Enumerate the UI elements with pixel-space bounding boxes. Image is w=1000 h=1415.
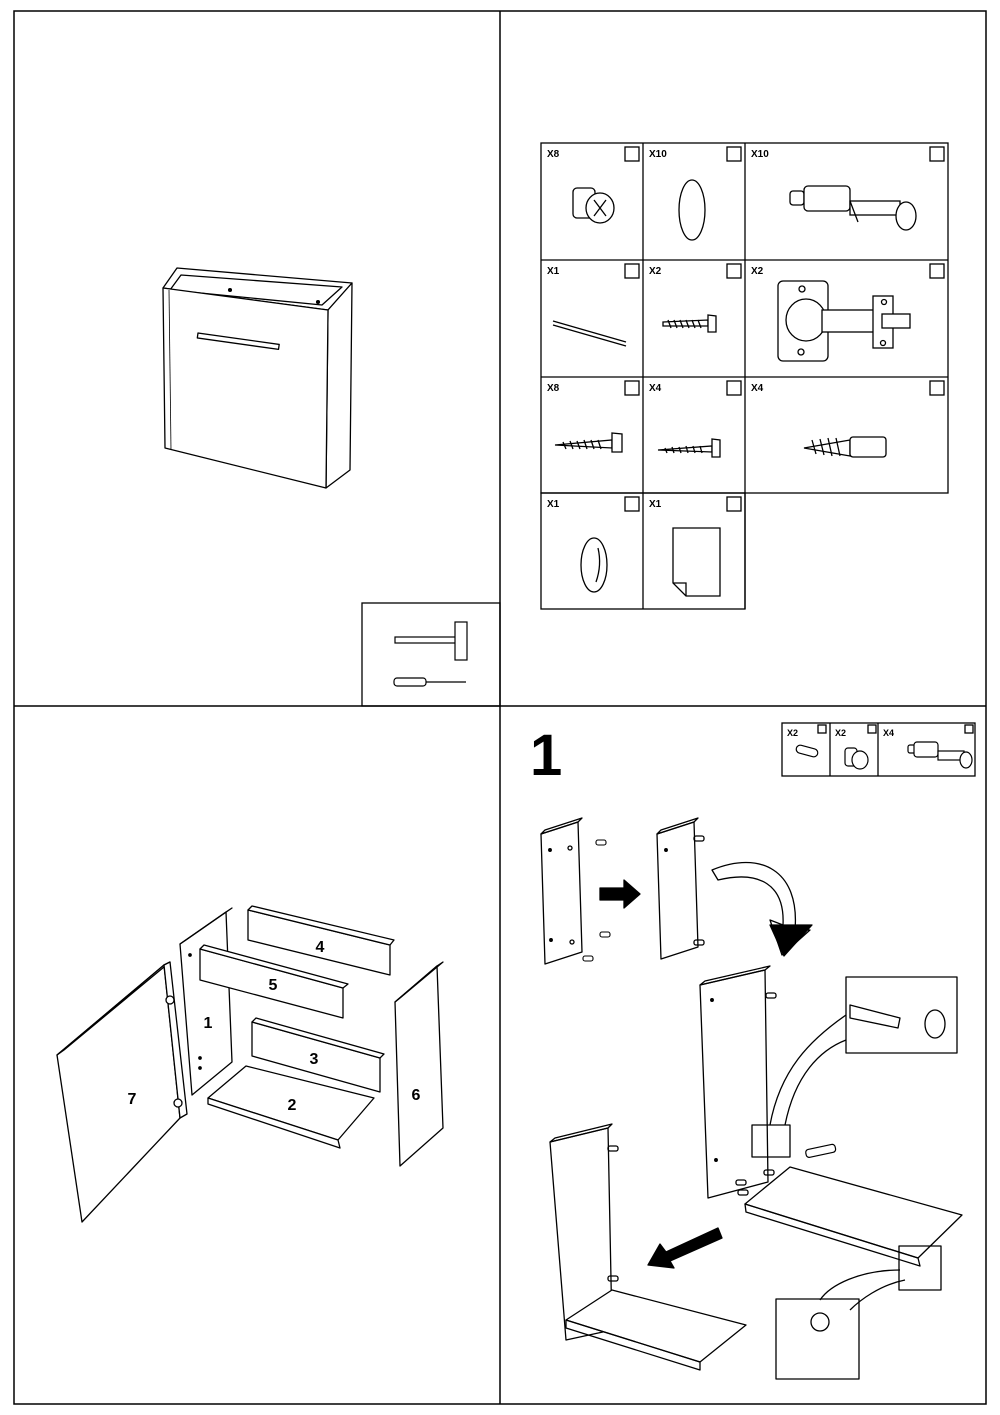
hardware-cell: X10 (649, 146, 742, 162)
wooden-dowel-icon (678, 179, 706, 241)
knob-icon (580, 537, 608, 593)
hardware-checkbox[interactable] (929, 263, 945, 279)
hardware-cell: X1 (649, 496, 742, 512)
step-number: 1 (530, 723, 562, 788)
side-panel-standing (699, 965, 777, 1199)
screwdriver-icon (805, 1143, 837, 1158)
cam-bolt-icon (907, 741, 973, 769)
rod-icon (552, 320, 627, 347)
cam-bolt-icon (789, 185, 917, 231)
hardware-cell: X2 (751, 263, 945, 279)
hardware-checkbox[interactable] (929, 380, 945, 396)
hardware-cell: X10 (751, 146, 945, 162)
hardware-checkbox[interactable] (726, 146, 742, 162)
short-screw-icon (662, 314, 717, 333)
cam-lock-icon (572, 187, 615, 224)
step-hardware-quantity: X2 (835, 728, 846, 738)
hardware-quantity: X2 (751, 266, 764, 277)
step-hardware-box (781, 722, 976, 777)
hardware-quantity: X8 (547, 149, 560, 160)
hardware-checkbox[interactable] (624, 263, 640, 279)
detail-box-bottom (775, 1245, 942, 1380)
hardware-checkbox[interactable] (624, 496, 640, 512)
panel-grid (13, 10, 987, 1405)
screw-icon (554, 432, 623, 453)
hammer-icon (394, 621, 468, 661)
step-hardware-quantity: X4 (883, 728, 894, 738)
hardware-cell: X8 (547, 146, 640, 162)
hardware-checkbox[interactable] (726, 263, 742, 279)
hardware-cell: X1 (547, 496, 640, 512)
wall-plug-icon (803, 436, 887, 458)
step-1-illustration (540, 817, 963, 1380)
part-7-door (56, 961, 188, 1223)
part-2-bottom-shelf (207, 1065, 375, 1149)
part-number-label: 2 (288, 1097, 297, 1114)
side-panel-after (656, 817, 705, 960)
hardware-quantity: X4 (649, 383, 662, 394)
hardware-checkbox[interactable] (726, 496, 742, 512)
hardware-checkbox[interactable] (624, 380, 640, 396)
assembled-cabinet (162, 267, 353, 489)
assembled-l-shape (549, 1123, 747, 1371)
part-3-bottom-rail (251, 1017, 385, 1093)
hardware-cell: X8 (547, 380, 640, 396)
screwdriver-icon (393, 677, 466, 687)
hardware-cell: X4 (649, 380, 742, 396)
side-panel-before (540, 817, 583, 965)
sticker-sheet-icon (672, 527, 721, 597)
exploded-parts (56, 905, 444, 1223)
hardware-checkbox[interactable] (726, 380, 742, 396)
tools-box (361, 602, 501, 707)
hardware-cell: X2 (649, 263, 742, 279)
part-number-label: 5 (269, 977, 278, 994)
hardware-cell: X1 (547, 263, 640, 279)
part-5-top-rail (199, 944, 349, 1019)
part-4-back-rail (247, 905, 395, 976)
detail-box-top (751, 976, 958, 1158)
bottom-shelf (735, 1166, 963, 1267)
hardware-checkbox[interactable] (624, 146, 640, 162)
curved-arrow-icon (711, 861, 813, 957)
hardware-list (540, 142, 949, 610)
hardware-quantity: X10 (751, 149, 769, 160)
hardware-cell: X4 (751, 380, 945, 396)
hardware-quantity: X2 (649, 266, 662, 277)
arrow-right-icon (599, 879, 641, 909)
part-number-label: 3 (310, 1051, 319, 1068)
hardware-quantity: X1 (649, 499, 662, 510)
part-number-label: 7 (128, 1091, 137, 1108)
hardware-checkbox[interactable] (929, 146, 945, 162)
part-number-label: 4 (316, 939, 325, 956)
hinge-icon (777, 280, 911, 362)
part-6-side-panel (394, 961, 444, 1167)
arrow-down-left-icon (647, 1227, 723, 1269)
hardware-quantity: X10 (649, 149, 667, 160)
dowel-parts (582, 839, 611, 962)
step-hardware-quantity: X2 (787, 728, 798, 738)
hardware-quantity: X4 (751, 383, 764, 394)
part-1-side-panel (179, 907, 233, 1096)
hardware-quantity: X1 (547, 266, 560, 277)
hardware-quantity: X8 (547, 383, 560, 394)
cam-lock-icon (844, 747, 869, 770)
part-number-label: 1 (204, 1015, 213, 1032)
part-number-label: 6 (412, 1087, 421, 1104)
long-screw-icon (657, 438, 721, 458)
hardware-quantity: X1 (547, 499, 560, 510)
wooden-dowel-icon (795, 744, 819, 758)
